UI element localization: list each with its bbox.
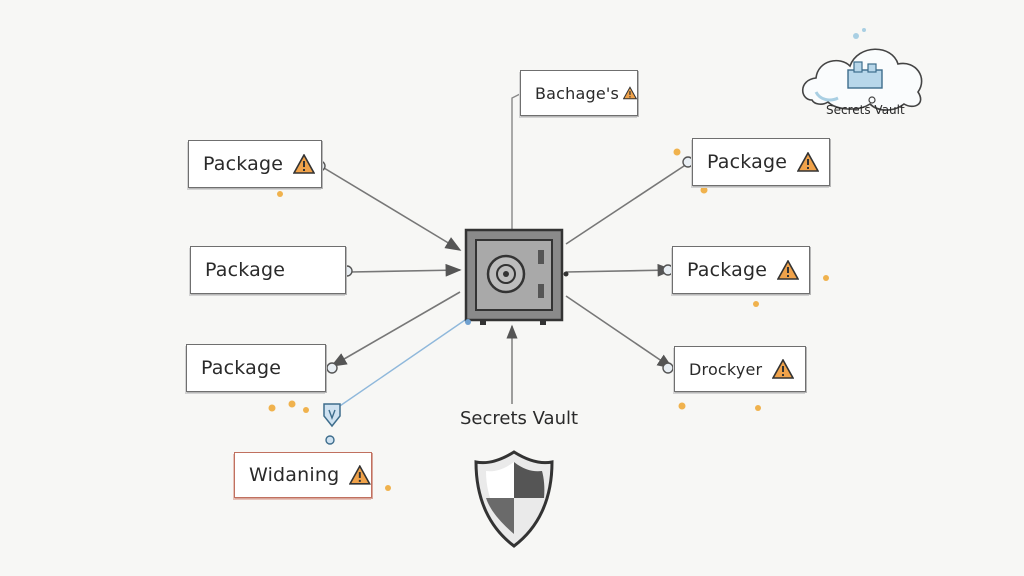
node-top-label: Bachage's bbox=[535, 83, 620, 103]
node-right2[interactable]: Package bbox=[672, 246, 810, 294]
node-left1-label: Package bbox=[203, 153, 284, 175]
node-right1[interactable]: Package bbox=[692, 138, 830, 186]
node-left4[interactable]: Widaning bbox=[234, 452, 372, 498]
connector-left2 bbox=[349, 263, 462, 277]
location-pin-icon bbox=[323, 403, 341, 445]
node-right1-label: Package bbox=[707, 151, 788, 173]
node-top[interactable]: Bachage's bbox=[520, 70, 638, 116]
connector-top bbox=[511, 93, 521, 232]
center-caption: Secrets Vault bbox=[460, 408, 579, 429]
node-right3[interactable]: Drockyer bbox=[674, 346, 806, 392]
node-left3-label: Package bbox=[201, 357, 282, 379]
node-left2-label: Package bbox=[205, 259, 286, 281]
connector-right1 bbox=[565, 161, 691, 245]
connector-alert-blue bbox=[333, 317, 469, 411]
connector-right2 bbox=[565, 263, 674, 277]
warning-icon bbox=[623, 86, 637, 100]
warning-icon bbox=[293, 154, 316, 174]
warning-icon bbox=[797, 152, 820, 172]
node-left3[interactable]: Package bbox=[186, 344, 326, 392]
warning-icon bbox=[349, 465, 371, 485]
shield-icon bbox=[474, 450, 554, 548]
node-right2-label: Package bbox=[687, 259, 768, 281]
node-left2[interactable]: Package bbox=[190, 246, 346, 294]
connector-left3 bbox=[330, 291, 461, 367]
node-right3-label: Drockyer bbox=[689, 359, 763, 379]
node-left4-label: Widaning bbox=[249, 464, 340, 486]
connector-left1 bbox=[323, 167, 462, 251]
cloud-caption: Secrets Vault bbox=[826, 103, 905, 117]
node-left1[interactable]: Package bbox=[188, 140, 322, 188]
vault-safe-icon bbox=[464, 228, 569, 325]
connector-right3 bbox=[565, 295, 674, 369]
warning-icon bbox=[777, 260, 800, 280]
warning-icon bbox=[772, 359, 795, 379]
cloud-icon bbox=[801, 28, 923, 111]
